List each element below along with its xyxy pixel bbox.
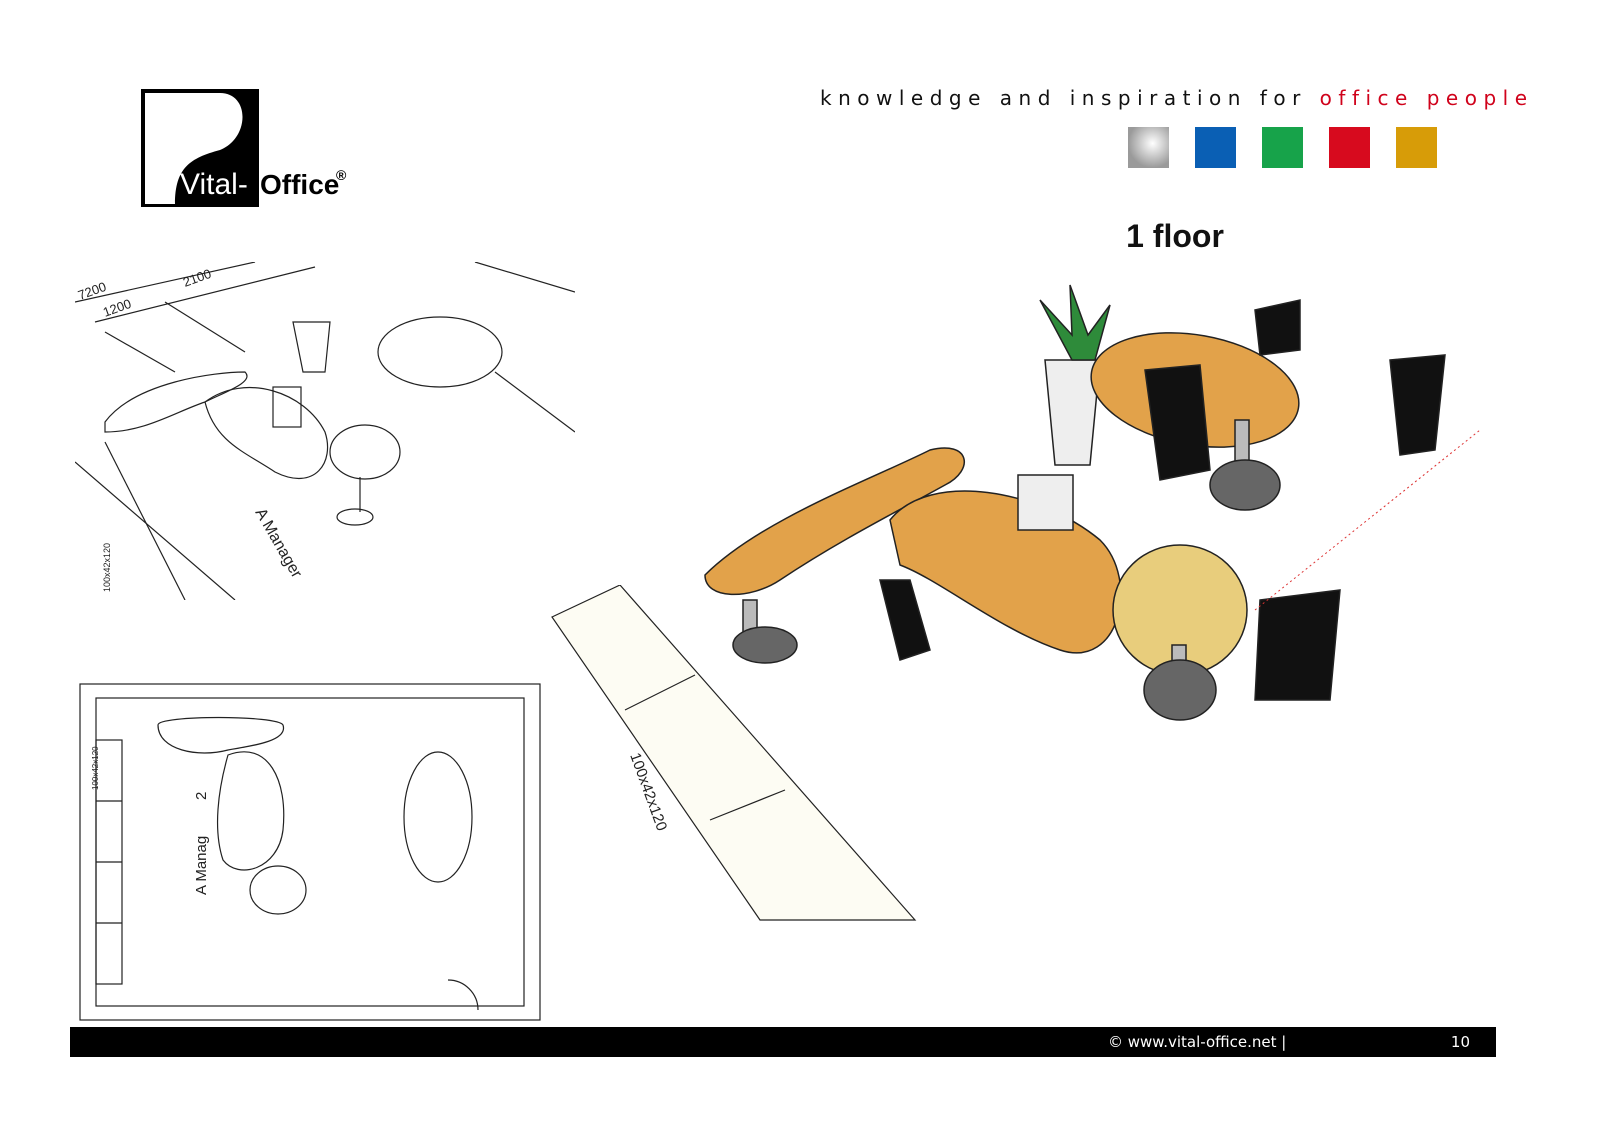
swatch-green xyxy=(1262,127,1303,168)
swatch-gold xyxy=(1396,127,1437,168)
page-number: 10 xyxy=(1450,1033,1470,1051)
floor-plan-drawing: 100x42x120 A Manag 2 xyxy=(78,680,543,1022)
tagline: knowledge and inspiration for office peo… xyxy=(820,86,1527,110)
swatch-red xyxy=(1329,127,1370,168)
swatch-silver xyxy=(1128,127,1169,168)
page-title: 1 floor xyxy=(1126,218,1224,254)
footer-bar: © www.vital-office.net | 10 xyxy=(70,1027,1496,1057)
dim-label: 2100 xyxy=(181,266,213,290)
cabinet-label: 100x42x120 xyxy=(102,543,112,592)
cabinet-perspective: 100x42x120 xyxy=(550,584,920,925)
perspective-plan-drawing: 7200 1200 2100 A Manager 100x42x120 xyxy=(74,261,576,601)
logo-text-light: Vital- xyxy=(180,168,248,201)
dim-label: 7200 xyxy=(76,279,108,303)
logo-text-bold: Office xyxy=(260,169,339,200)
vital-office-logo: Vital- Office ® xyxy=(140,88,360,210)
tagline-accent: office people xyxy=(1319,86,1534,110)
swatch-blue xyxy=(1195,127,1236,168)
room-label: A Manag xyxy=(193,836,210,895)
registered-mark: ® xyxy=(336,167,347,183)
room-label: A Manager xyxy=(252,506,306,582)
office-3d-render xyxy=(700,280,1490,740)
cabinet-label: 100x42x120 xyxy=(91,746,100,790)
room-number: 2 xyxy=(193,792,210,800)
tagline-main: knowledge and inspiration for xyxy=(820,86,1320,110)
footer-copyright-url[interactable]: © www.vital-office.net | xyxy=(1108,1033,1287,1051)
